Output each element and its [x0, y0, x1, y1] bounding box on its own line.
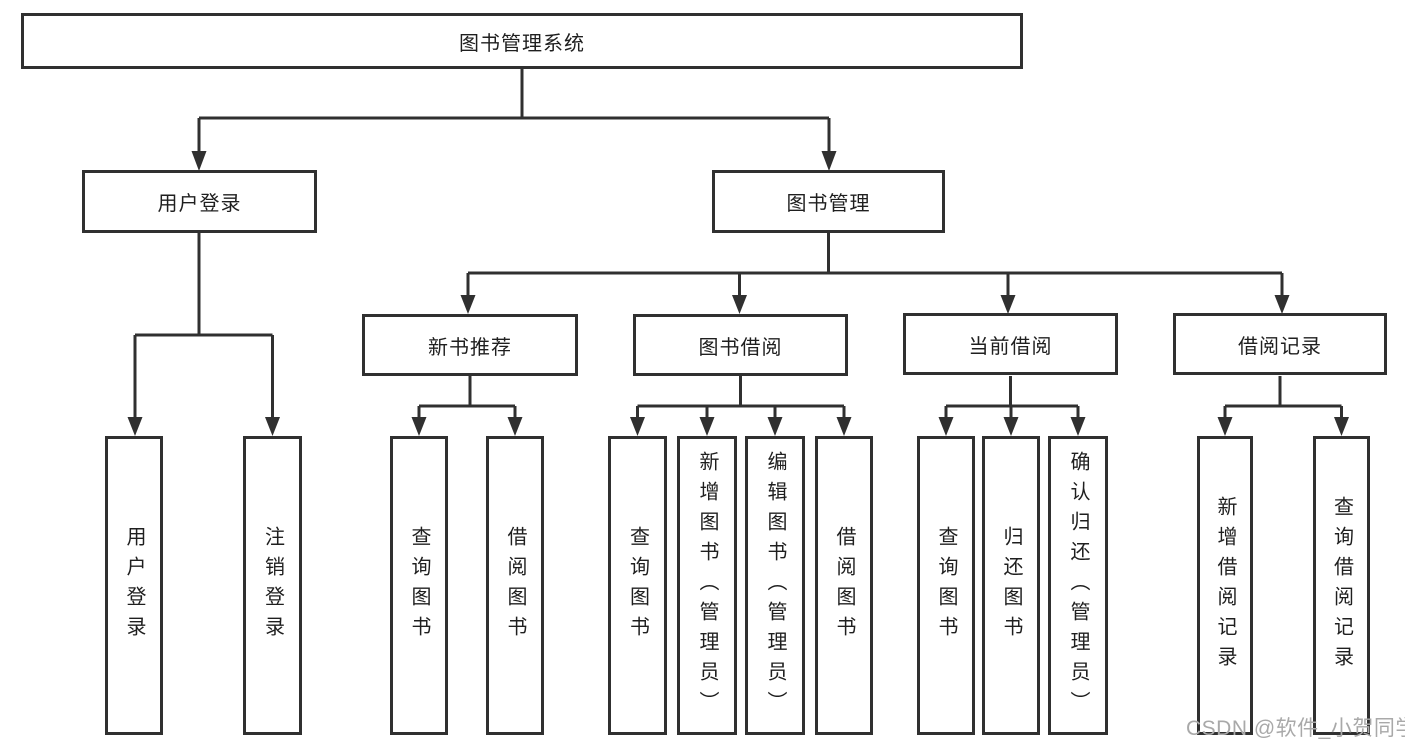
node-new-book-recommend-label: 新书推荐 — [428, 336, 512, 359]
node-root-label: 图书管理系统 — [459, 32, 585, 55]
node-user-login: 用户登录 — [82, 170, 317, 233]
leaf-query-borrow-record-label: 查询借阅记录 — [1330, 495, 1353, 676]
leaf-logout: 注销登录 — [243, 436, 302, 735]
node-borrow-records: 借阅记录 — [1173, 313, 1387, 375]
leaf-query-borrow-record: 查询借阅记录 — [1313, 436, 1370, 735]
csdn-watermark: CSDN @软件_小贺同学 — [1186, 717, 1405, 740]
node-book-management: 图书管理 — [712, 170, 945, 233]
leaf-logout-label: 注销登录 — [261, 525, 284, 646]
node-book-management-label: 图书管理 — [786, 193, 871, 215]
leaf-return-books-label: 归还图书 — [1000, 525, 1022, 646]
leaf-query-books-3-label: 查询图书 — [935, 525, 957, 646]
leaf-borrow-books-1: 借阅图书 — [486, 436, 544, 735]
node-current-borrow: 当前借阅 — [903, 313, 1118, 375]
node-current-borrow-label: 当前借阅 — [968, 335, 1053, 358]
leaf-confirm-return-admin-label: 确认归还（管理员） — [1067, 450, 1089, 721]
leaf-query-books-1-label: 查询图书 — [408, 525, 430, 646]
leaf-add-books-admin: 新增图书（管理员） — [677, 436, 737, 735]
leaf-query-books-2: 查询图书 — [608, 436, 667, 735]
node-new-book-recommend: 新书推荐 — [362, 314, 578, 376]
leaf-borrow-books-2: 借阅图书 — [815, 436, 873, 735]
leaf-edit-books-admin: 编辑图书（管理员） — [745, 436, 805, 735]
leaf-user-login: 用户登录 — [105, 436, 163, 735]
node-book-borrow: 图书借阅 — [633, 314, 848, 376]
node-user-login-label: 用户登录 — [157, 193, 242, 215]
leaf-add-books-admin-label: 新增图书（管理员） — [696, 450, 718, 721]
leaf-edit-books-admin-label: 编辑图书（管理员） — [764, 450, 786, 721]
leaf-confirm-return-admin: 确认归还（管理员） — [1048, 436, 1108, 735]
leaf-return-books: 归还图书 — [982, 436, 1040, 735]
node-borrow-records-label: 借阅记录 — [1238, 335, 1322, 358]
leaf-query-books-1: 查询图书 — [390, 436, 448, 735]
node-root: 图书管理系统 — [21, 13, 1023, 69]
leaf-query-books-2-label: 查询图书 — [626, 525, 649, 646]
leaf-user-login-label: 用户登录 — [123, 525, 145, 646]
leaf-add-borrow-record: 新增借阅记录 — [1197, 436, 1253, 735]
leaf-borrow-books-1-label: 借阅图书 — [504, 525, 526, 646]
leaf-add-borrow-record-label: 新增借阅记录 — [1214, 495, 1236, 676]
leaf-borrow-books-2-label: 借阅图书 — [833, 525, 855, 646]
leaf-query-books-3: 查询图书 — [917, 436, 975, 735]
node-book-borrow-label: 图书借阅 — [698, 336, 783, 359]
